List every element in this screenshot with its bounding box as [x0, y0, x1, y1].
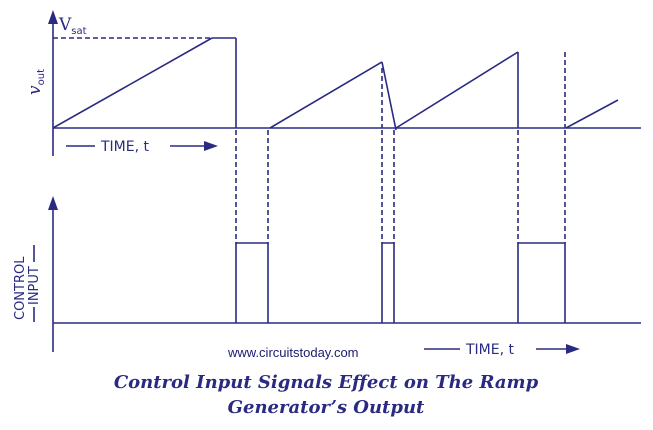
control-input-plot: CONTROL INPUT TIME, t: [13, 196, 641, 358]
control-axis-label-line1: CONTROL: [13, 256, 28, 320]
ramp-4: [565, 99, 619, 129]
ramp-2: [269, 61, 383, 129]
vsat-label: Vsat: [58, 15, 87, 37]
connector-dashes: [235, 130, 566, 243]
watermark-url: www.circuitstoday.com: [227, 345, 359, 360]
ramp-2-reset: [381, 61, 397, 131]
control-pulse-1: [235, 242, 269, 323]
time-arrow-head: [204, 141, 218, 151]
control-axis-label-line2: INPUT: [27, 266, 42, 305]
bottom-time-label: TIME, t: [465, 342, 515, 358]
bottom-time-arrow-head: [566, 344, 580, 354]
ramp-1: [52, 37, 213, 129]
caption-line-2: Generator’s Output: [228, 397, 425, 418]
ramp-3: [395, 51, 519, 129]
caption-line-1: Control Input Signals Effect on The Ramp: [114, 372, 539, 393]
top-time-label: TIME, t: [100, 139, 150, 155]
control-pulse-3: [517, 242, 566, 323]
vout-y-axis-arrow: [48, 10, 58, 24]
output-voltage-plot: Vsat vout TIME, t: [25, 10, 641, 156]
vout-axis-label: vout: [25, 69, 47, 95]
control-y-axis-arrow: [48, 196, 58, 210]
control-pulse-2: [381, 242, 395, 323]
